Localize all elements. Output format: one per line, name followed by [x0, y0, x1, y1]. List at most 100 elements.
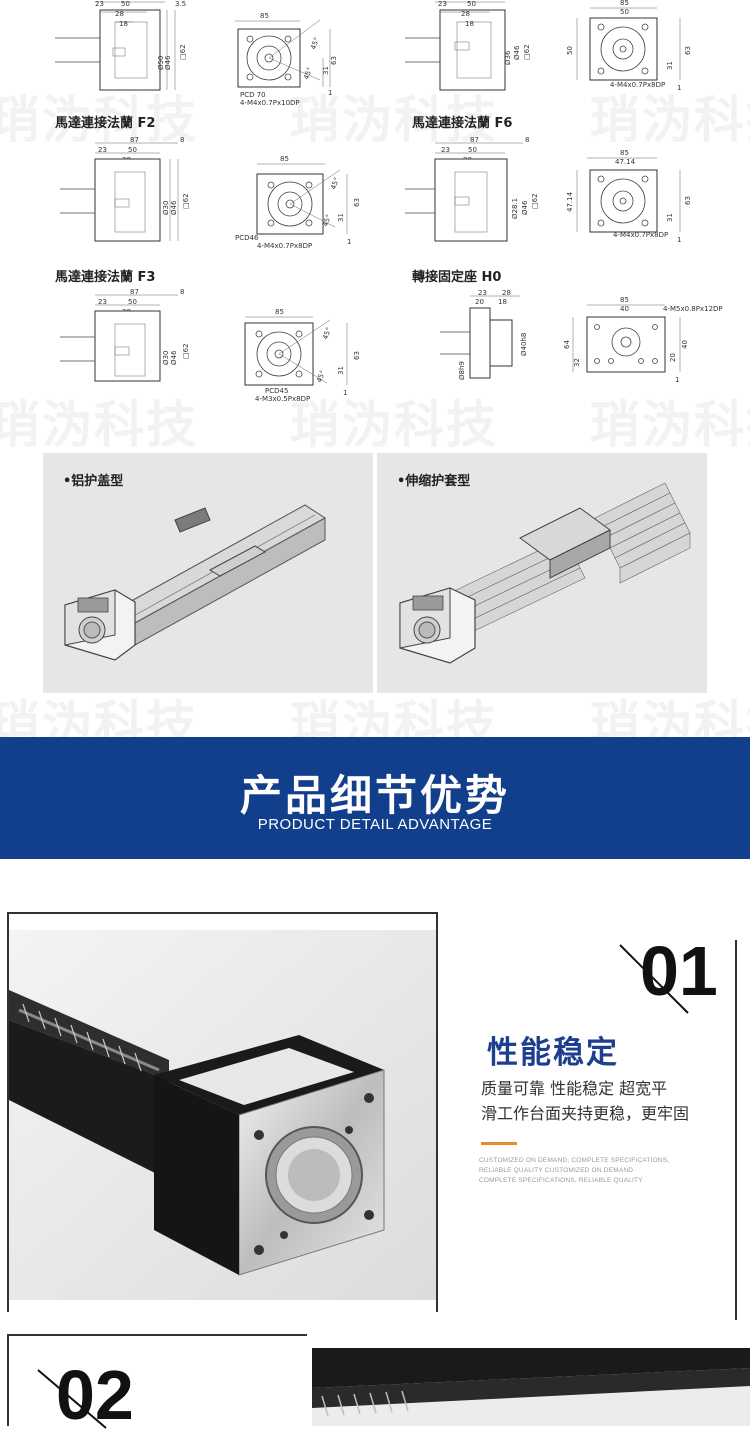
dim-label: Ø46 — [513, 45, 521, 60]
dim-label: 50 — [566, 46, 574, 55]
section-banner — [0, 737, 750, 859]
drawing-label-f3: 馬達連接法蘭 F3 — [55, 270, 156, 285]
dim-label: 45° — [315, 369, 327, 383]
dim-label: 1 — [677, 236, 681, 244]
dim-label: 63 — [684, 196, 692, 205]
detail-01-product-photo — [9, 930, 436, 1300]
dim-label: 28 — [461, 10, 470, 18]
frame-line — [735, 940, 737, 1320]
dim-label: Ø30 — [162, 201, 170, 215]
dim-label: 18 — [498, 298, 507, 306]
dim-label: 85 — [620, 296, 629, 304]
dim-label: 1 — [347, 238, 351, 246]
dim-label: 4-M3x0.5Px8DP — [255, 395, 310, 403]
frame-line — [7, 1334, 307, 1336]
dim-label: 85 — [280, 155, 289, 163]
drawing-label-f2: 馬達連接法蘭 F2 — [55, 116, 156, 131]
dim-label: 23 — [441, 146, 450, 154]
drawing-front-f3: 85 45° 45° 63 31 1 PCD45 4-M3x0.5Px8DP — [235, 305, 370, 405]
dim-label: Ø50 — [157, 56, 165, 70]
dim-label: 63 — [330, 56, 338, 65]
dim-label: 4-M4x0.7Px10DP — [240, 99, 300, 107]
dim-label: 45° — [321, 213, 333, 227]
detail-title: 性能稳定 — [487, 1035, 619, 1071]
dim-label: 50 — [128, 146, 137, 154]
dim-label: 50 — [121, 0, 130, 8]
watermark: 琑沩科技 — [0, 396, 198, 454]
dim-label: 85 — [620, 0, 629, 7]
dim-label: 40 — [620, 305, 629, 313]
dim-label: 31 — [337, 213, 345, 222]
drawing-side-f3: 87 8 23 50 28 18 Ø30 Ø46 □62 — [60, 288, 225, 384]
detail-number: 01 — [640, 932, 718, 1010]
dim-label: 23 — [98, 146, 107, 154]
dim-label: 23 — [438, 0, 447, 8]
dim-label: 31 — [666, 61, 674, 70]
dim-label: 50 — [620, 8, 629, 16]
photo-label-bellows: •伸缩护套型 — [397, 474, 471, 489]
dim-label: 28 — [115, 10, 124, 18]
drawing-side-f1: 23 50 28 18 3.5 Ø46 Ø50 □62 — [55, 0, 220, 95]
dim-label: PCD46 — [235, 234, 259, 242]
dim-label: 4-M4x0.7Px8DP — [610, 81, 665, 89]
dim-label: 8 — [180, 136, 184, 144]
dim-label: Ø30 — [162, 351, 170, 365]
dim-label: 4-M5x0.8Px12DP — [663, 305, 723, 313]
dim-label: 4-M4x0.7Px8DP — [257, 242, 312, 250]
dim-label: Ø46 — [521, 200, 529, 215]
number-slash — [619, 944, 690, 1015]
drawing-front-f2: 85 45° 45° 63 31 1 PCD46 4-M4x0.7Px8DP — [235, 152, 365, 252]
dim-label: Ø8h9 — [458, 361, 466, 380]
dim-label: PCD 70 — [240, 91, 266, 99]
drawing-front-h0: 85 40 4-M5x0.8Px12DP 64 32 40 20 1 — [563, 296, 723, 397]
dim-label: 45° — [321, 326, 333, 340]
drawing-side-f5: 23 50 28 18 Ø36 Ø46 □62 — [405, 0, 555, 95]
dim-label: 1 — [343, 389, 347, 397]
drawing-side-f2: 87 8 23 50 28 18 Ø30 Ø46 □62 — [60, 136, 225, 247]
dim-label: 20 — [475, 298, 484, 306]
dim-label: 50 — [468, 146, 477, 154]
banner-title-en: PRODUCT DETAIL ADVANTAGE — [257, 816, 493, 833]
dim-label: 63 — [684, 46, 692, 55]
dim-label: 31 — [322, 66, 330, 75]
number-slash — [37, 1369, 108, 1430]
dim-label: 40 — [681, 340, 689, 349]
dim-label: 85 — [275, 308, 284, 316]
dim-label: Ø46 — [164, 55, 172, 70]
dim-label: 1 — [677, 84, 681, 92]
dim-label: 87 — [130, 136, 139, 144]
banner-title-cn: 产品细节优势 — [239, 771, 510, 820]
dim-label: 8 — [525, 136, 529, 144]
dim-label: 50 — [128, 298, 137, 306]
dim-label: 87 — [130, 288, 139, 296]
dim-label: 18 — [465, 20, 474, 28]
dim-label: 63 — [353, 198, 361, 207]
dim-label: □62 — [179, 44, 187, 60]
dim-label: 3.5 — [175, 0, 186, 8]
dim-label: 85 — [620, 149, 629, 157]
dim-label: 23 — [95, 0, 104, 8]
dim-label: □62 — [523, 44, 531, 60]
drawing-side-h0: 23 20 18 28 13 Ø40h8 Ø8h9 — [440, 289, 560, 385]
dim-label: 31 — [666, 213, 674, 222]
drawing-front-f5: 85 50 50 63 31 1 4-M4x0.7Px8DP — [565, 0, 700, 95]
dim-label: Ø36 — [504, 50, 512, 65]
dim-label: 23 — [98, 298, 107, 306]
dim-label: 45° — [329, 176, 341, 190]
accent-bar — [481, 1142, 517, 1145]
dim-label: 64 — [563, 340, 571, 349]
dim-label: 85 — [260, 12, 269, 20]
frame-line — [7, 912, 9, 1312]
dim-label: 45° — [302, 66, 314, 80]
drawing-label-h0: 轉接固定座 H0 — [412, 270, 502, 285]
dim-label: 1 — [675, 376, 679, 384]
dim-label: 1 — [328, 89, 332, 97]
dim-label: Ø40h8 — [520, 333, 528, 356]
dim-label: 63 — [353, 351, 361, 360]
dim-label: 8 — [180, 288, 184, 296]
frame-line — [436, 912, 438, 1312]
frame-line — [7, 1334, 9, 1426]
dim-label: 87 — [470, 136, 479, 144]
detail-desc-line2: 滑工作台面夹持更稳，更牢固 — [481, 1104, 690, 1123]
drawing-front-f6: 85 47.14 47.14 63 31 1 4-M4x0.7Px8DP — [565, 149, 700, 250]
